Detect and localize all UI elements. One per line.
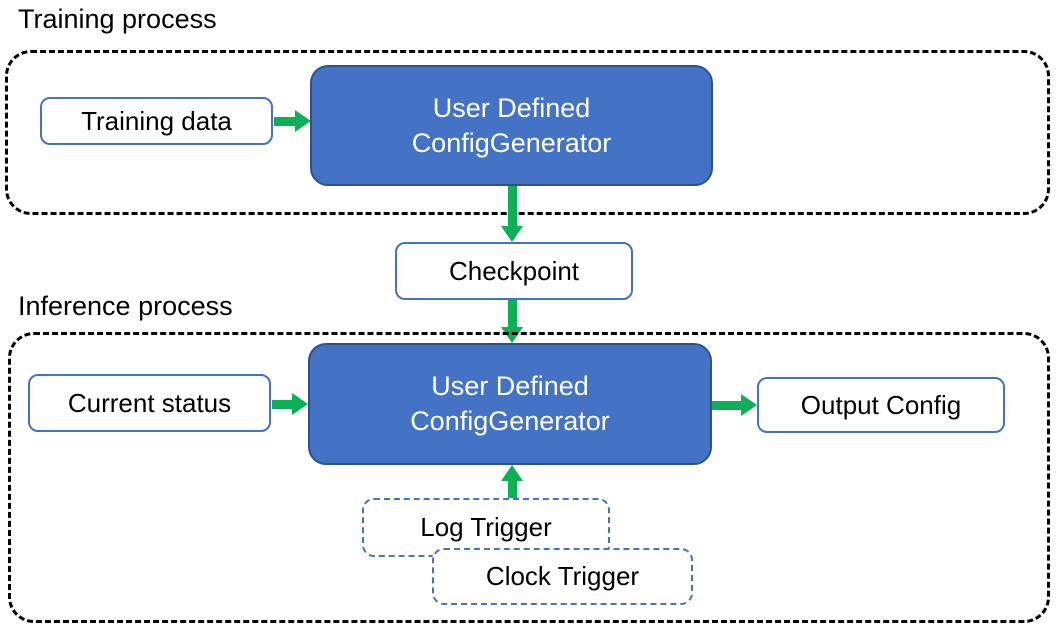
training-config-generator-box: User Defined ConfigGenerator	[310, 65, 713, 186]
inference-config-generator-box: User Defined ConfigGenerator	[308, 343, 712, 465]
arrow-shaft	[274, 116, 295, 126]
arrow-head-icon	[501, 226, 523, 242]
inference-generator-line1: User Defined	[431, 371, 589, 401]
checkpoint-box: Checkpoint	[395, 242, 633, 300]
training-process-container	[5, 50, 1050, 215]
arrow-head-icon	[741, 394, 757, 416]
current-status-label: Current status	[67, 387, 232, 418]
arrow-head-icon	[292, 393, 308, 415]
arrow-head-icon	[501, 327, 523, 343]
arrow-checkpoint-to-inference-generator	[501, 300, 523, 343]
inference-generator-line2: ConfigGenerator	[410, 406, 610, 436]
clock-trigger-box: Clock Trigger	[432, 548, 693, 605]
arrow-shaft	[507, 186, 517, 226]
arrow-training-data-to-generator	[274, 110, 311, 132]
arrow-shaft	[507, 481, 517, 498]
training-data-label: Training data	[81, 105, 232, 136]
inference-process-container	[8, 332, 1050, 623]
training-process-label: Training process	[18, 4, 217, 34]
log-trigger-label: Log Trigger	[420, 512, 552, 542]
training-generator-line2: ConfigGenerator	[411, 127, 612, 158]
arrow-generator-to-output-config	[712, 394, 757, 416]
arrow-shaft	[272, 399, 292, 409]
current-status-box: Current status	[28, 374, 271, 432]
arrow-head-icon	[295, 110, 311, 132]
arrow-head-icon	[501, 465, 523, 481]
training-generator-line1: User Defined	[432, 92, 591, 123]
arrow-shaft	[507, 300, 517, 327]
inference-process-label: Inference process	[18, 291, 233, 321]
arrow-generator-to-checkpoint	[501, 186, 523, 242]
output-config-label: Output Config	[800, 389, 962, 420]
output-config-box: Output Config	[757, 377, 1005, 433]
arrow-triggers-to-generator	[501, 465, 523, 498]
training-data-box: Training data	[40, 97, 273, 145]
arrow-current-status-to-generator	[272, 393, 308, 415]
arrow-shaft	[712, 400, 741, 410]
clock-trigger-label: Clock Trigger	[485, 561, 640, 591]
checkpoint-label: Checkpoint	[448, 255, 580, 286]
